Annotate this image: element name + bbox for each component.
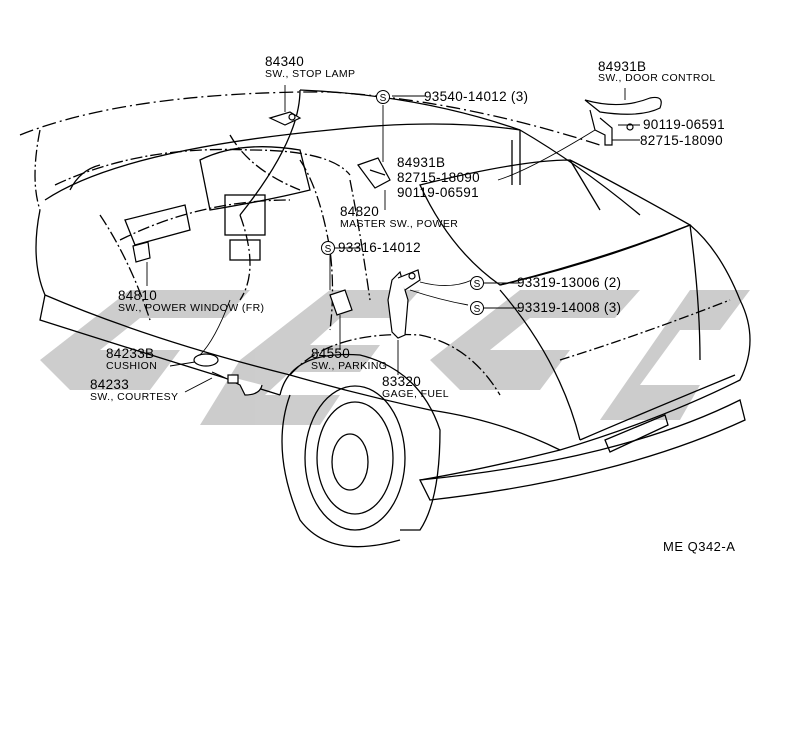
part-desc-84233: SW., COURTESY <box>90 391 179 403</box>
part-desc-door-control: SW., DOOR CONTROL <box>598 72 716 84</box>
s-symbol-icon: S <box>470 301 484 315</box>
diagram-code: ME Q342-A <box>663 539 736 554</box>
fastener-93540: 93540-14012 (3) <box>424 89 529 104</box>
part-number-84233b: 84233B <box>106 346 155 361</box>
fuel-gage-part <box>387 269 421 339</box>
part-number-84810: 84810 <box>118 288 158 303</box>
svg-text:S: S <box>474 304 481 315</box>
stop-lamp-switch-part <box>268 111 302 126</box>
part-number-84233: 84233 <box>90 377 130 392</box>
leader-lines <box>146 85 640 393</box>
fastener-93319-13006: 93319-13006 (2) <box>517 275 622 290</box>
part-number-84340: 84340 <box>265 54 305 69</box>
fastener-90119-top: 90119-06591 <box>643 117 725 132</box>
parking-switch-part <box>329 289 353 316</box>
part-number-83320: 83320 <box>382 374 422 389</box>
fastener-82715-top: 82715-18090 <box>640 133 723 148</box>
master-power-switch-part <box>357 157 391 189</box>
s-symbol-icon: S <box>376 90 390 104</box>
car-body-outline <box>19 89 751 548</box>
s-symbol-icon: S <box>321 241 335 255</box>
s-symbol-icon: S <box>470 276 484 290</box>
power-window-switch-part <box>132 241 151 263</box>
part-number-84931b-mid: 84931B <box>397 155 446 170</box>
fastener-82715-mid: 82715-18090 <box>397 170 480 185</box>
svg-text:S: S <box>325 244 332 255</box>
part-desc-84550: SW., PARKING <box>311 360 388 372</box>
courtesy-switch-part <box>211 371 263 396</box>
part-desc-84820: MASTER SW., POWER <box>340 218 459 230</box>
part-number-84931b-top: 84931B <box>598 59 647 74</box>
part-desc-84340: SW., STOP LAMP <box>265 68 356 80</box>
part-number-84550: 84550 <box>311 346 351 361</box>
standard-part-symbols: S S S S <box>321 90 484 315</box>
cushion-part <box>193 353 219 367</box>
part-desc-84810: SW., POWER WINDOW (FR) <box>118 302 265 314</box>
part-number-84820: 84820 <box>340 204 380 219</box>
svg-text:S: S <box>474 279 481 290</box>
part-desc-83320: GAGE, FUEL <box>382 388 450 400</box>
fastener-90119-mid: 90119-06591 <box>397 185 479 200</box>
fastener-93316: 93316-14012 <box>338 240 421 255</box>
svg-text:S: S <box>380 93 387 104</box>
part-desc-84233b: CUSHION <box>106 360 158 372</box>
fastener-93319-14008: 93319-14008 (3) <box>517 300 622 315</box>
